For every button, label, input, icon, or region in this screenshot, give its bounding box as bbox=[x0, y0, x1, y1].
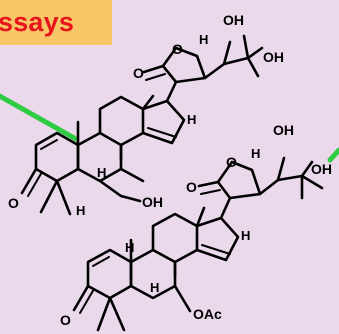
label-h-c5: H bbox=[76, 203, 85, 218]
ring-c-bottom bbox=[151, 212, 199, 264]
label-h-lactone-b: H bbox=[251, 146, 260, 161]
label-o-c3: O bbox=[8, 195, 19, 211]
label-oh-right-chain: OH bbox=[263, 49, 284, 65]
label-oh-top-chain: OH bbox=[223, 12, 244, 28]
ring-d-top bbox=[141, 99, 186, 145]
c3-ketone-top bbox=[20, 167, 38, 195]
label-h-c9: H bbox=[97, 165, 106, 180]
label-carbonyl-o-b: O bbox=[186, 179, 197, 195]
banner-text: ssays bbox=[0, 7, 75, 37]
alkene-a-top bbox=[40, 139, 58, 150]
label-ring-o: O bbox=[172, 41, 183, 57]
assays-banner: ssays bbox=[0, 0, 112, 45]
label-h-c8-b: H bbox=[125, 240, 134, 255]
label-oh-c7: OH bbox=[142, 194, 163, 210]
label-oh-top-chain-b: OH bbox=[273, 122, 294, 138]
label-h-lactone: H bbox=[199, 32, 208, 47]
label-oh-right-chain-b: OH bbox=[311, 161, 332, 177]
green-arrow-right bbox=[327, 147, 339, 163]
molecule-bottom: OH OH O O H H H H OAc O bbox=[60, 122, 332, 332]
label-h-c9-b: H bbox=[150, 280, 159, 295]
ring-d-bottom bbox=[195, 216, 240, 262]
green-arrow-left bbox=[0, 93, 79, 142]
label-ring-o-b: O bbox=[226, 154, 237, 170]
label-h-c17-b: H bbox=[241, 228, 250, 243]
molecule-top: OH OH O O H H H H OH O bbox=[8, 12, 284, 218]
lactone-ring-top bbox=[161, 46, 207, 84]
lactone-ring-bottom bbox=[216, 160, 262, 200]
label-carbonyl-o: O bbox=[133, 65, 144, 81]
label-h-c17: H bbox=[187, 112, 196, 127]
ring-c-top bbox=[98, 95, 145, 147]
label-oac: OAc bbox=[193, 306, 222, 322]
label-o-c3-b: O bbox=[60, 312, 71, 328]
